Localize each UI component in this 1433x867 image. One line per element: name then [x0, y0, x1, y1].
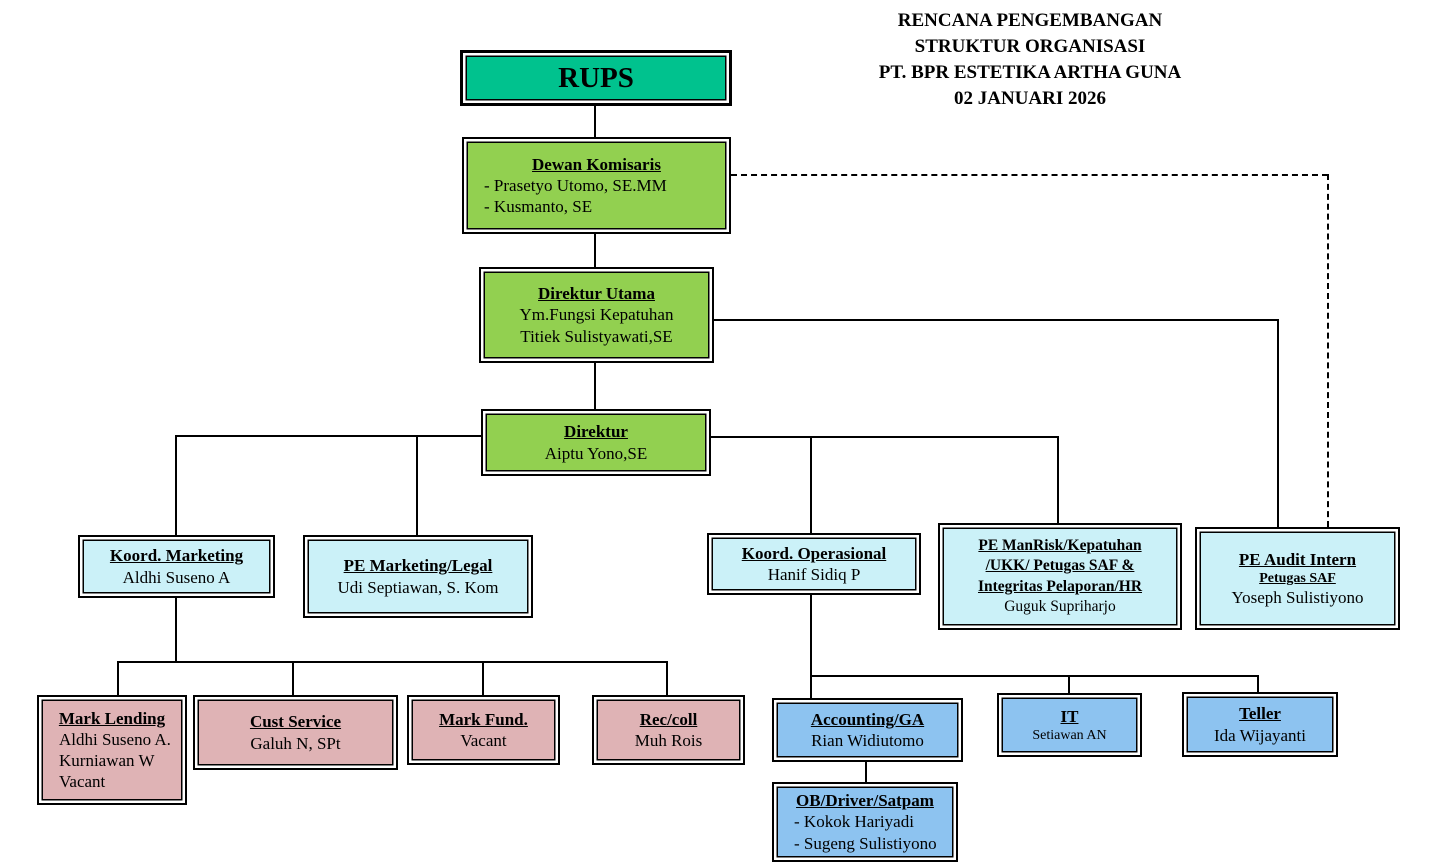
- connector-drop-mark-lending: [117, 661, 119, 695]
- connector-drop-koord-marketing: [175, 435, 177, 535]
- org-box-koord-operasional: Koord. Operasional Hanif Sidiq P: [707, 533, 921, 595]
- box-title: Dewan Komisaris: [532, 154, 661, 174]
- org-box-direktur: Direktur Aiptu Yono,SE: [481, 409, 711, 476]
- connector-dirutama-direktur: [594, 363, 596, 409]
- box-title: OB/Driver/Satpam: [796, 791, 934, 811]
- member-name: Hanif Sidiq P: [767, 565, 861, 584]
- box-subtitle: Petugas SAF: [1259, 570, 1336, 586]
- box-title: Koord. Marketing: [109, 546, 244, 566]
- member-name: Rian Widiutomo: [811, 731, 924, 750]
- org-box-direktur-utama: Direktur Utama Ym.Fungsi Kepatuhan Titie…: [479, 267, 714, 363]
- org-box-teller: Teller Ida Wijayanti: [1182, 692, 1338, 757]
- connector-dirutama-peaudit-v: [1277, 319, 1279, 527]
- connector-dirutama-peaudit-h: [712, 319, 1279, 321]
- member-name: Titiek Sulistyawati,SE: [520, 326, 673, 346]
- org-box-pe-marketing-legal: PE Marketing/Legal Udi Septiawan, S. Kom: [303, 535, 533, 618]
- org-box-mark-lending: Mark Lending Aldhi Suseno A. Kurniawan W…: [37, 695, 187, 805]
- connector-rups-dewan: [594, 105, 596, 137]
- box-subtitle: Ym.Fungsi Kepatuhan: [519, 305, 674, 325]
- box-title: Mark Lending: [58, 708, 166, 728]
- org-box-it: IT Setiawan AN: [997, 693, 1142, 757]
- connector-drop-accounting: [810, 675, 812, 698]
- connector-drop-koord-operasional: [810, 436, 812, 533]
- connector-dewan-dirutama: [594, 233, 596, 267]
- chart-title-line: RENCANA PENGEMBANGAN: [897, 10, 1163, 31]
- box-title: Koord. Operasional: [741, 543, 887, 563]
- box-title: Integritas Pelaporan/HR: [977, 577, 1143, 595]
- connector-drop-pe-marketing: [416, 435, 418, 535]
- org-box-ob-driver-satpam: OB/Driver/Satpam - Kokok Hariyadi - Suge…: [772, 782, 958, 862]
- connector-drop-pe-manrisk: [1057, 436, 1059, 523]
- box-title: Cust Service: [249, 712, 342, 732]
- org-box-koord-marketing: Koord. Marketing Aldhi Suseno A: [78, 535, 275, 598]
- org-box-cust-service: Cust Service Galuh N, SPt: [193, 695, 398, 770]
- member-name: Kurniawan W: [59, 751, 155, 770]
- box-title: Direktur Utama: [538, 284, 655, 304]
- connector-drop-rec-coll: [666, 661, 668, 695]
- org-box-rups: RUPS: [460, 50, 732, 106]
- member-name: Udi Septiawan, S. Kom: [337, 577, 499, 597]
- connector-operasional-bus: [810, 675, 1259, 677]
- box-title: Direktur: [564, 422, 628, 442]
- org-box-mark-fund: Mark Fund. Vacant: [407, 695, 560, 765]
- connector-drop-it: [1068, 675, 1070, 693]
- box-title: PE Marketing/Legal: [343, 556, 493, 576]
- member-name: - Kokok Hariyadi: [794, 812, 914, 832]
- org-box-dewan-komisaris: Dewan Komisaris - Prasetyo Utomo, SE.MM …: [462, 137, 731, 234]
- connector-drop-cust-service: [292, 661, 294, 695]
- chart-title: RENCANA PENGEMBANGAN STRUKTUR ORGANISASI…: [820, 8, 1240, 112]
- box-title: Rec/coll: [639, 709, 698, 729]
- chart-title-line: STRUKTUR ORGANISASI: [914, 36, 1146, 57]
- connector-dashed-dewan-peaudit-v: [1327, 174, 1329, 527]
- member-name: Aiptu Yono,SE: [544, 443, 648, 463]
- connector-drop-teller: [1257, 675, 1259, 692]
- org-box-accounting-ga: Accounting/GA Rian Widiutomo: [772, 698, 963, 762]
- connector-marketing-bus: [117, 661, 668, 663]
- connector-accounting-ob: [865, 762, 867, 782]
- member-name: - Sugeng Sulistiyono: [794, 833, 937, 853]
- box-title: IT: [1060, 706, 1079, 726]
- connector-koordmkt-down: [175, 598, 177, 662]
- connector-dashed-dewan-peaudit-h: [731, 174, 1328, 176]
- box-title: /UKK/ Petugas SAF &: [985, 557, 1135, 575]
- connector-direktur-left-bus: [175, 435, 481, 437]
- org-box-rec-coll: Rec/coll Muh Rois: [592, 695, 745, 765]
- chart-title-line: 02 JANUARI 2026: [954, 88, 1106, 109]
- box-title: Mark Fund.: [439, 709, 528, 729]
- connector-direktur-right-bus: [711, 436, 1059, 438]
- member-name: Aldhi Suseno A: [122, 567, 231, 587]
- org-box-pe-audit-intern: PE Audit Intern Petugas SAF Yoseph Sulis…: [1195, 527, 1400, 630]
- org-box-pe-manrisk: PE ManRisk/Kepatuhan /UKK/ Petugas SAF &…: [938, 523, 1182, 630]
- box-title: Teller: [1239, 704, 1281, 724]
- member-name: Muh Rois: [634, 731, 703, 750]
- box-title: PE ManRisk/Kepatuhan: [978, 537, 1142, 555]
- member-name: Yoseph Sulistiyono: [1231, 588, 1364, 608]
- member-name: Vacant: [460, 731, 507, 750]
- box-title: RUPS: [558, 61, 634, 94]
- member-name: Galuh N, SPt: [250, 733, 341, 753]
- member-name: - Prasetyo Utomo, SE.MM: [484, 175, 667, 195]
- connector-drop-mark-fund: [482, 661, 484, 695]
- member-name: Vacant: [59, 772, 106, 792]
- box-title: PE Audit Intern: [1238, 549, 1357, 569]
- member-name: - Kusmanto, SE: [484, 197, 593, 217]
- member-name: Setiawan AN: [1032, 727, 1107, 743]
- member-name: Guguk Supriharjo: [1004, 597, 1116, 615]
- box-title: Accounting/GA: [810, 709, 925, 729]
- connector-koordoper-down: [810, 595, 812, 676]
- member-name: Ida Wijayanti: [1214, 725, 1306, 745]
- member-name: Aldhi Suseno A.: [59, 729, 171, 749]
- chart-title-line: PT. BPR ESTETIKA ARTHA GUNA: [878, 62, 1182, 83]
